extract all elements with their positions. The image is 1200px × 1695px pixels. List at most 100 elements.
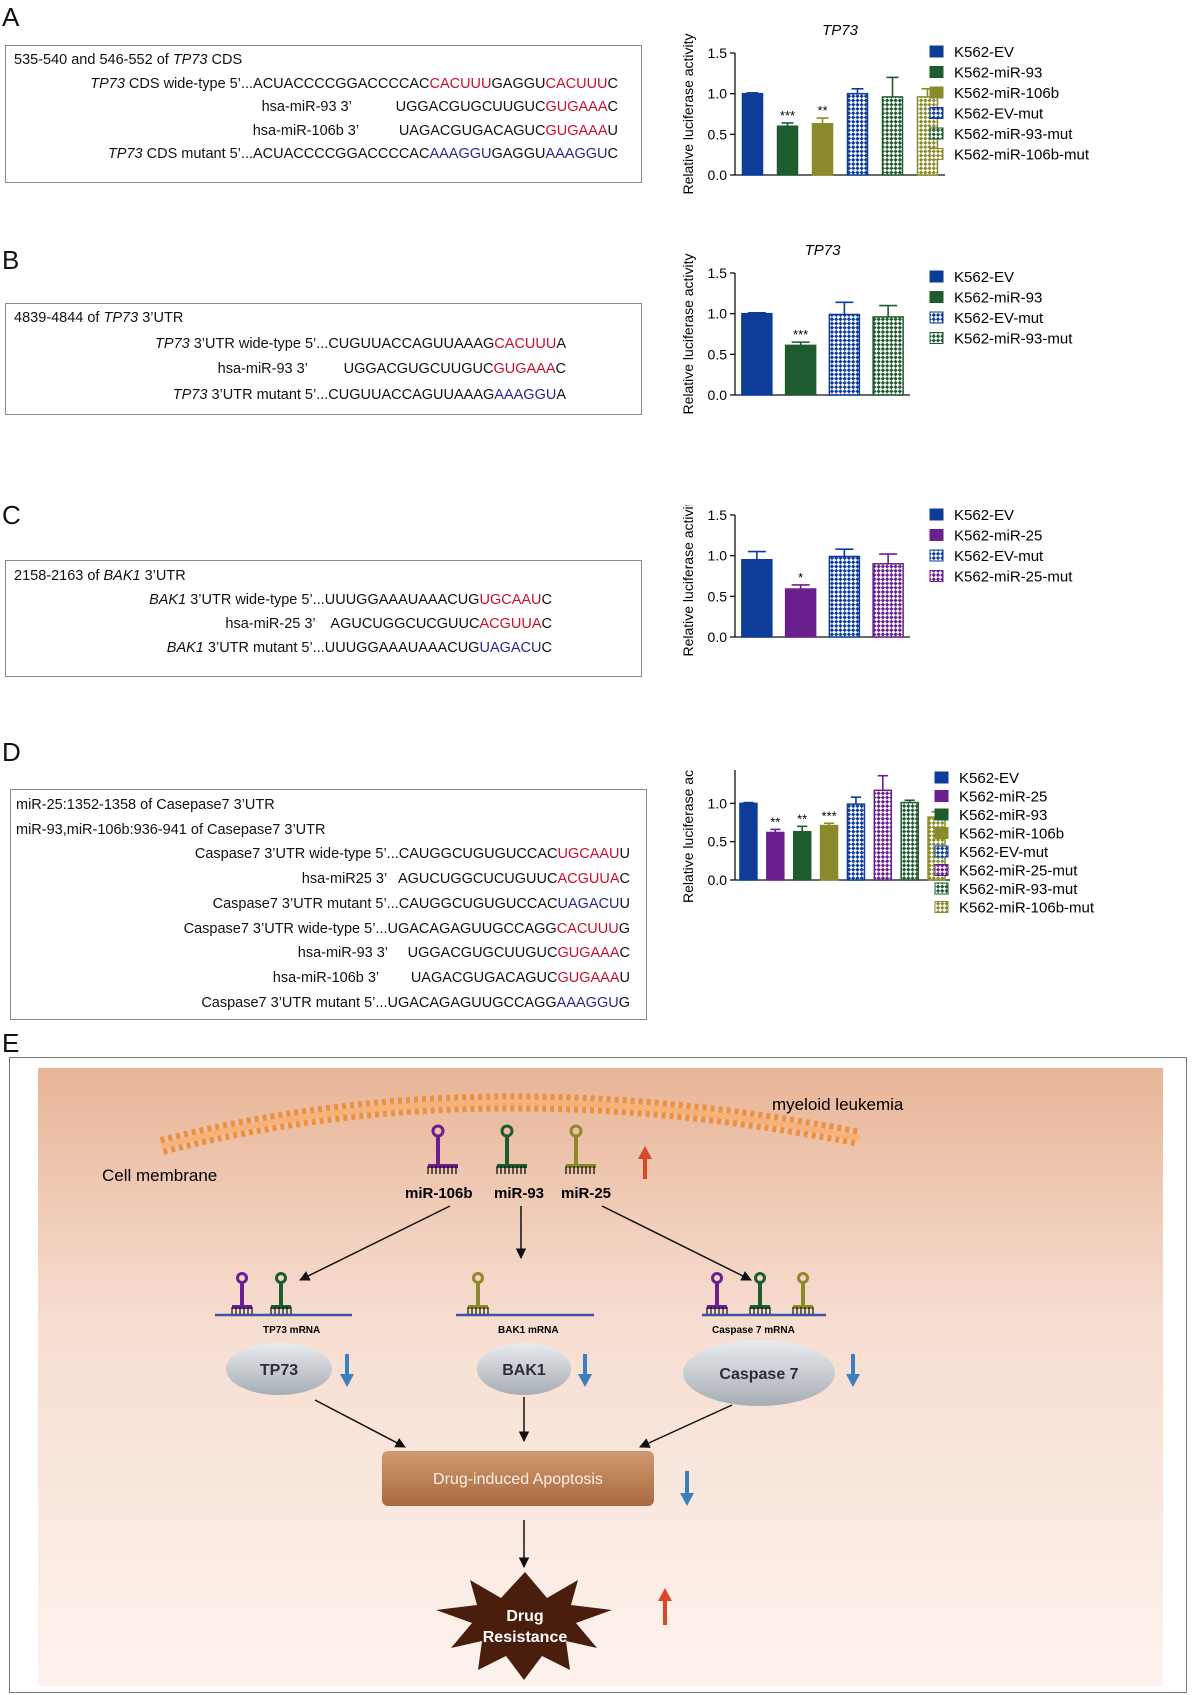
legend-label: K562-EV <box>954 44 1014 61</box>
sequence-line: 2158-2163 of BAK1 3’UTR <box>14 568 186 584</box>
legend-swatch <box>929 127 944 140</box>
up-arrow-icon <box>658 1588 672 1625</box>
mirna-25-hairpin <box>565 1124 596 1174</box>
drug-resistance-label-2: Resistance <box>483 1629 568 1646</box>
y-tick-label: 0.5 <box>708 126 728 142</box>
legend-swatch <box>934 827 949 839</box>
legend-swatch <box>929 529 944 541</box>
y-axis-label: Relative luciferase activity <box>680 505 696 657</box>
seed-match: ACGUUA <box>557 871 620 888</box>
sequence-text: C <box>555 361 566 377</box>
mirna-93-hairpin <box>496 1124 527 1174</box>
arrow-to-tp73 <box>299 1205 451 1281</box>
bar <box>819 824 839 881</box>
legend-label: K562-miR-106b <box>959 826 1064 843</box>
legend-label: K562-miR-93-mut <box>959 881 1078 898</box>
sequence-line: BAK1 3’UTR wide-type 5’...UUUGGAAAUAAACU… <box>149 592 552 608</box>
up-arrow-icon <box>638 1146 652 1179</box>
seed-match: CACUUU <box>429 75 492 92</box>
sequence-text: C <box>607 146 618 162</box>
caspase7-protein-label: Caspase 7 <box>719 1366 798 1383</box>
sequence-text: hsa-miR-93 3’ UGGACGUGCUUGUC <box>217 361 494 377</box>
sequence-text: 3’UTR wide-type 5’...CUGUUACCAGUUAAAG <box>189 335 495 352</box>
bar <box>846 92 869 176</box>
y-tick-label: 1.5 <box>708 507 728 523</box>
legend-label: K562-miR-106b <box>954 85 1059 102</box>
legend-label: K562-EV-mut <box>954 310 1044 327</box>
sequence-text: C <box>607 75 618 92</box>
down-arrow-icon <box>846 1354 860 1387</box>
bar <box>766 831 785 881</box>
sequence-text: BAK1 <box>103 568 141 584</box>
bar <box>792 830 812 881</box>
significance-label: *** <box>793 327 808 342</box>
sequence-text: GAGGU <box>491 75 546 92</box>
tp73-protein <box>226 1343 332 1395</box>
sequence-text: miR-93,miR-106b:936-941 of Casepase7 3’U… <box>16 821 326 838</box>
legend-swatch <box>934 790 949 802</box>
sequence-text: 3’UTR mutant 5’...CUGUUACCAGUUAAAG <box>207 386 495 403</box>
sequence-text: 3’UTR mutant 5’...UUUGGAAAUAAACUG <box>203 640 480 656</box>
sequence-line: Caspase7 3’UTR mutant 5’...CAUGGCUGUGUCC… <box>213 896 630 912</box>
legend-swatch <box>934 771 949 784</box>
tp73-protein-label: TP73 <box>260 1362 298 1379</box>
drug-resistance-label-1: Drug <box>506 1608 543 1625</box>
sequence-line: TP73 3’UTR wide-type 5’...CUGUUACCAGUUAA… <box>155 336 566 352</box>
seed-match: GUGAAA <box>493 361 556 377</box>
sequence-line: hsa-miR25 3’ AGUCUGGCUCUGUUCACGUUAC <box>302 871 630 887</box>
legend-swatch <box>934 864 949 876</box>
y-tick-label: 0.0 <box>708 872 728 888</box>
y-tick-label: 1.5 <box>708 770 728 773</box>
legend-swatch <box>934 845 949 858</box>
legend-swatch <box>929 508 944 521</box>
sequence-text: A <box>556 335 566 352</box>
legend-swatch <box>929 66 944 78</box>
mirna-25-label: miR-25 <box>561 1185 611 1202</box>
legend-label: K562-miR-93-mut <box>954 126 1073 143</box>
seed-match: CACUUU <box>545 75 608 92</box>
significance-label: *** <box>821 808 836 823</box>
membrane-label: Cell membrane <box>102 1166 217 1185</box>
y-tick-label: 0.0 <box>708 167 728 183</box>
seed-match: ACGUUA <box>479 616 542 632</box>
sequence-text: C <box>541 640 552 656</box>
arrow-caspase7-apoptosis <box>639 1404 733 1448</box>
seed-match: GUGAAA <box>545 122 608 139</box>
panel-letter-a: A <box>2 2 20 32</box>
sequence-text: miR-25:1352-1358 of Casepase7 3’UTR <box>16 797 275 813</box>
chart-d: CASP7Relative luciferase activity0.00.51… <box>680 770 1095 917</box>
chart-title: TP73 <box>822 22 859 39</box>
pathway-svg: myeloid leukemia Cell membrane miR-106b … <box>38 1068 1163 1686</box>
legend-swatch <box>929 148 944 160</box>
diagram-title: myeloid leukemia <box>772 1095 904 1114</box>
arrow-tp73-apoptosis <box>314 1399 406 1448</box>
legend-label: K562-miR-25-mut <box>954 569 1073 586</box>
sequence-text: C <box>607 99 618 115</box>
y-tick-label: 0.5 <box>708 588 728 604</box>
legend-label: K562-EV <box>954 507 1014 524</box>
y-tick-label: 1.5 <box>708 265 728 281</box>
cell-membrane-core <box>161 1099 861 1149</box>
legend-label: K562-miR-25 <box>954 528 1042 545</box>
sequence-text: BAK1 <box>149 592 187 608</box>
legend-swatch <box>929 332 944 344</box>
tp73-mrna-label: TP73 mRNA <box>263 1325 320 1336</box>
bar <box>828 555 861 638</box>
sequence-text: hsa-miR-25 3’ AGUCUGGCUCGUUC <box>225 616 480 632</box>
sequence-line: Caspase7 3’UTR wide-type 5’...UGACAGAGUU… <box>184 921 630 937</box>
sequence-line: BAK1 3’UTR mutant 5’...UUUGGAAAUAAACUGUA… <box>167 640 552 656</box>
legend-swatch <box>934 808 949 821</box>
legend-swatch <box>929 311 944 324</box>
bar <box>872 316 904 396</box>
mutated-site: AAAGGU <box>545 146 608 162</box>
sequence-text: A <box>556 386 566 403</box>
bak1-protein <box>477 1343 571 1395</box>
bak1-mrna <box>456 1272 594 1317</box>
y-axis-label: Relative luciferase activity <box>680 33 696 194</box>
sequence-box-a <box>5 45 642 183</box>
sequence-text: U <box>607 122 618 139</box>
sequence-text: U <box>619 895 630 912</box>
legend-swatch <box>929 45 944 58</box>
